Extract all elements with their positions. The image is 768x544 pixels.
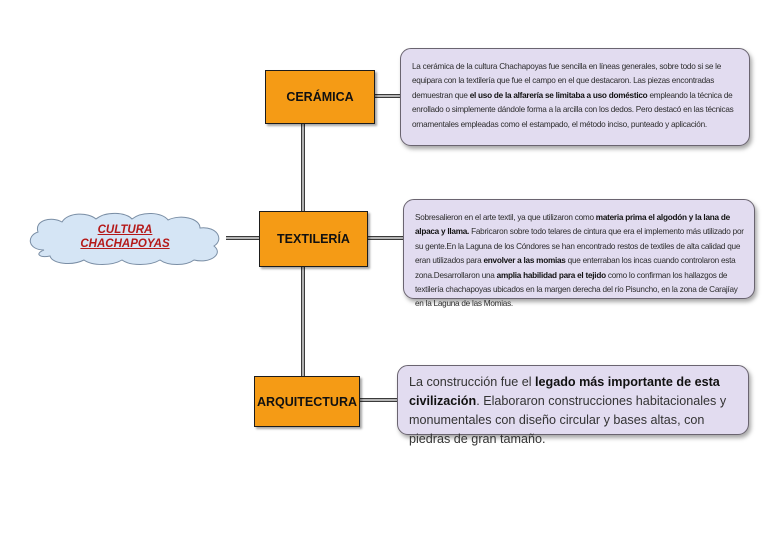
cloud-shape bbox=[29, 212, 220, 265]
central-topic-line1: CULTURA bbox=[97, 224, 153, 236]
description-segment: La construcción fue el bbox=[409, 375, 536, 389]
central-cloud[interactable]: CULTURA CHACHAPOYAS bbox=[22, 210, 228, 266]
central-topic-line2: CHACHAPOYAS bbox=[80, 238, 170, 250]
description-segment: empleando la técnica de enrollado o simp… bbox=[412, 90, 734, 129]
topic-textileria-label: TEXTILERÍA bbox=[277, 232, 350, 246]
description-ceramica-text: La cerámica de la cultura Chachapoyas fu… bbox=[412, 62, 734, 129]
central-topic-label: CULTURA CHACHAPOYAS bbox=[22, 223, 228, 251]
description-textileria: Sobresalieron en el arte textil, ya que … bbox=[403, 199, 755, 308]
description-arquitectura: La construcción fue el legado más import… bbox=[397, 365, 749, 446]
topic-ceramica[interactable]: CERÁMICA bbox=[265, 70, 375, 124]
description-segment: que enterraban los incas cuando controla… bbox=[415, 256, 736, 280]
description-segment: como lo confirman los hallazgos de texti… bbox=[415, 270, 738, 309]
description-emphasis: materia prima el algodón y la lana de al… bbox=[415, 213, 730, 237]
description-textileria-text: Sobresalieron en el arte textil, ya que … bbox=[415, 213, 744, 308]
topic-textileria[interactable]: TEXTILERÍA bbox=[259, 211, 368, 267]
description-emphasis: el uso de la alfarería se limitaba a uso… bbox=[469, 90, 648, 100]
description-emphasis: envolver a las momias bbox=[483, 256, 566, 266]
description-ceramica: La cerámica de la cultura Chachapoyas fu… bbox=[400, 48, 750, 146]
description-arquitectura-text: La construcción fue el legado más import… bbox=[409, 375, 726, 446]
description-segment: Sobresalieron en el arte textil, ya que … bbox=[415, 213, 596, 222]
description-segment: Fabricaron sobre todo telares de cintura… bbox=[415, 227, 744, 266]
description-segment: . Elaboraron construcciones habitacional… bbox=[409, 394, 727, 446]
description-segment: La cerámica de la cultura Chachapoyas fu… bbox=[412, 62, 722, 100]
topic-arquitectura[interactable]: ARQUITECTURA bbox=[254, 376, 360, 427]
topic-ceramica-label: CERÁMICA bbox=[286, 90, 354, 104]
topic-arquitectura-label: ARQUITECTURA bbox=[257, 394, 357, 409]
description-emphasis: amplia habilidad para el tejido bbox=[496, 270, 606, 280]
description-emphasis: legado más importante de esta civilizaci… bbox=[409, 375, 720, 408]
